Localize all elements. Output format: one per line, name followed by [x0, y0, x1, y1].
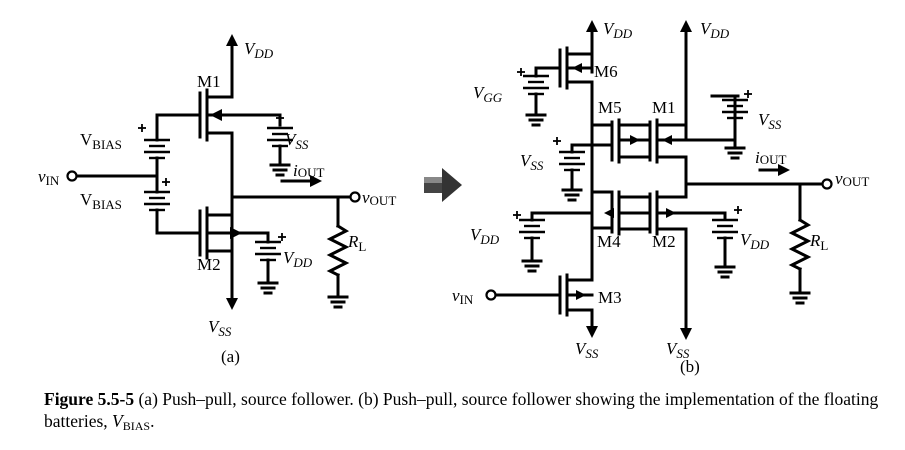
m2-label-a: M2 [197, 255, 221, 274]
vdd-battery-a [253, 232, 287, 295]
vbias-batteries-a [66, 113, 172, 235]
vss-battery-right-label-b: VSS [758, 110, 782, 132]
vdd-arrow-a [226, 34, 238, 46]
figure-number: Figure 5.5-5 [44, 389, 135, 409]
transform-arrow [424, 168, 462, 202]
vss-label-a: VSS [208, 317, 232, 339]
rl-resistor-b [788, 182, 812, 305]
caption-v: V [112, 411, 123, 431]
vout-label-b: vOUT [835, 169, 869, 189]
vss-arrow-a [226, 298, 238, 310]
m3-transistor [485, 238, 594, 330]
vss-battery-left-label-b: VSS [520, 151, 544, 173]
m4-m2-transistors [590, 190, 727, 332]
vss-battery-left-b [552, 136, 614, 202]
vdd-battery-right-label-b: VDD [740, 230, 770, 252]
circuit-b: VDD VDD M6 VGG M5 M1 VSS VSS iOUT vOUT V… [452, 19, 869, 376]
m2-transistor-a [155, 206, 270, 260]
vbias-bottom-label: VBIAS [80, 190, 122, 212]
vin-label-b: vIN [452, 286, 474, 307]
rl-label-a: RL [347, 232, 366, 254]
vgg-battery [516, 66, 551, 127]
m4-label: M4 [597, 232, 621, 251]
m5-m1-transistors [590, 118, 737, 199]
rl-label-b: RL [809, 231, 828, 253]
circuit-a: VDD M1 VBIAS vIN VBIAS VSS iOUT vOUT RL … [38, 34, 396, 366]
caption-text: (a) Push–pull, source follower. (b) Push… [44, 389, 879, 431]
m5-label: M5 [598, 98, 622, 117]
vdd-right-label-b: VDD [700, 19, 730, 41]
iout-label-b: iOUT [755, 148, 787, 167]
vout-label-a: vOUT [362, 188, 396, 208]
label-b: (b) [680, 357, 700, 376]
vss-right-label-b: VSS [666, 339, 690, 361]
vbias-top-label: VBIAS [80, 130, 122, 152]
vss-battery-right-b [710, 89, 753, 160]
rl-resistor-a [326, 195, 350, 309]
vdd-battery-right-b [710, 205, 743, 279]
m2-label-b: M2 [652, 232, 676, 251]
vdd-left-label-b: VDD [603, 19, 633, 41]
vdd-battery-label-a: VDD [283, 248, 313, 270]
m6-label: M6 [594, 62, 618, 81]
vdd-label-a: VDD [244, 39, 274, 61]
vss-left-label-b: VSS [575, 339, 599, 361]
vdd-battery-left-b [512, 210, 594, 273]
m3-label: M3 [598, 288, 622, 307]
m1-label-a: M1 [197, 72, 221, 91]
vdd-battery-left-label-b: VDD [470, 225, 500, 247]
label-a: (a) [221, 347, 240, 366]
vgg-label: VGG [473, 83, 503, 105]
iout-label-a: iOUT [293, 161, 325, 180]
circuit-diagram: VDD M1 VBIAS vIN VBIAS VSS iOUT vOUT RL … [38, 19, 869, 376]
vss-battery-label-a: VSS [285, 130, 309, 152]
m1-label-b: M1 [652, 98, 676, 117]
vin-label-a: vIN [38, 167, 60, 188]
caption-v-sub: BIAS [122, 419, 151, 433]
figure-caption: Figure 5.5-5 (a) Push–pull, source follo… [44, 388, 894, 437]
vss-battery-a [265, 113, 295, 177]
m6-transistor [534, 46, 594, 127]
caption-end: . [150, 411, 155, 431]
